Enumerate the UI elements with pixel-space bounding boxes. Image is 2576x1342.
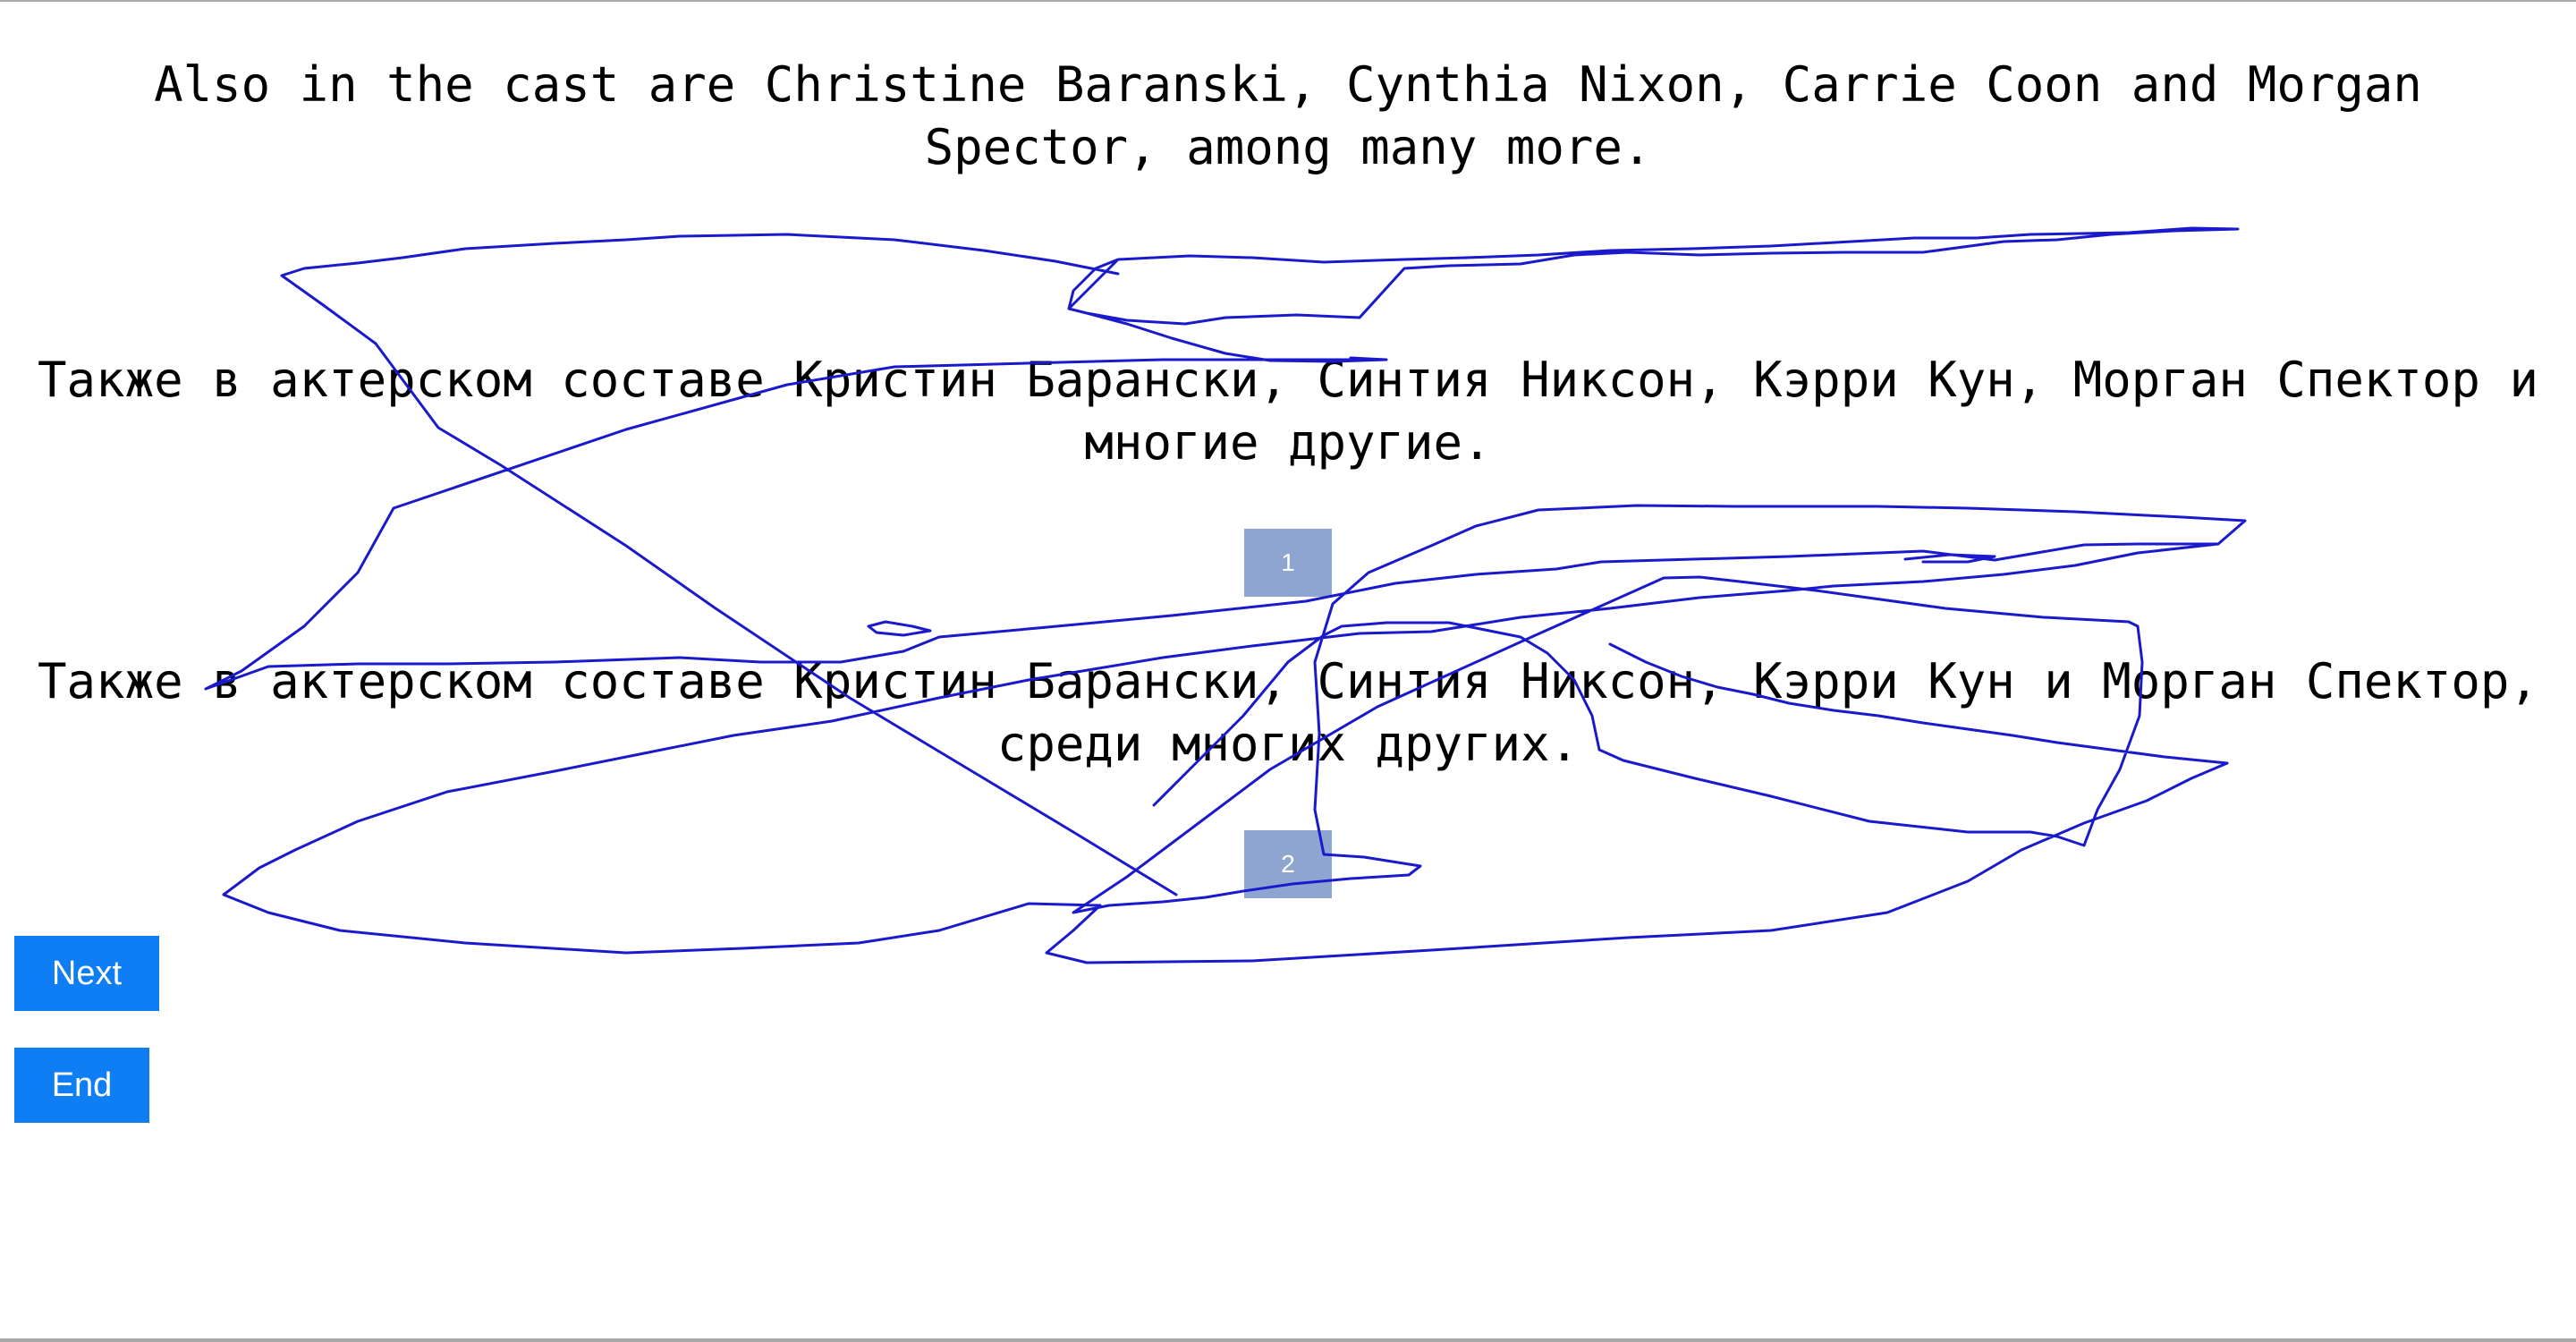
source-sentence: Also in the cast are Christine Baranski,… xyxy=(154,56,2422,175)
pen-stroke xyxy=(867,620,932,637)
rank-badge-2[interactable]: 2 xyxy=(1244,830,1332,898)
next-button[interactable]: Next xyxy=(14,936,159,1011)
candidate-translation-2[interactable]: Также в актерском составе Кристин Баранс… xyxy=(38,653,2538,772)
pen-stroke xyxy=(204,226,2247,964)
end-button[interactable]: End xyxy=(14,1048,149,1123)
rank-badge-1[interactable]: 1 xyxy=(1244,529,1332,597)
bottom-border xyxy=(0,1338,2576,1342)
top-border xyxy=(0,0,2576,2)
candidate-translation-1[interactable]: Также в актерском составе Кристин Баранс… xyxy=(38,352,2538,471)
pen-stroke xyxy=(1903,553,1996,564)
